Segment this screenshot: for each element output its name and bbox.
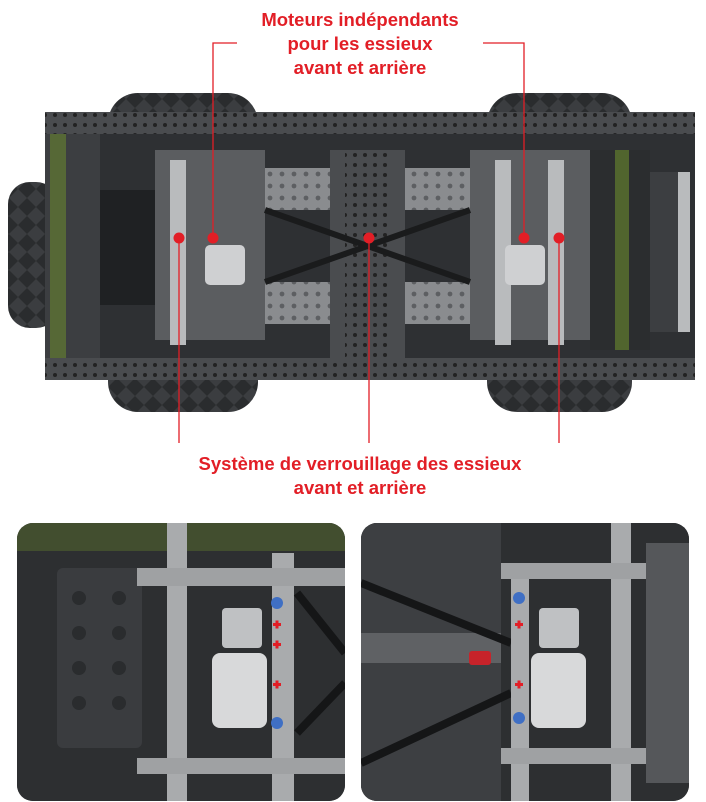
lock-marker-rear (553, 232, 565, 244)
chassis-illustration (8, 42, 695, 443)
lock-marker-front (173, 232, 185, 244)
lock-callout-lines (178, 238, 560, 443)
motors-callout-line1: Moteurs indépendants (261, 9, 459, 30)
motor-marker-rear (518, 232, 530, 244)
rear-motor-closeup-image (361, 523, 689, 801)
axle-lock-callout: Système de verrouillage des essieux avan… (150, 452, 570, 500)
motors-callout-line2: pour les essieux (287, 33, 433, 54)
axle-lock-callout-line2: avant et arrière (293, 477, 427, 498)
detail-panel-rear-motor (361, 523, 689, 801)
lock-marker-center (363, 232, 375, 244)
front-motor-closeup-image (17, 523, 345, 801)
detail-panel-front-motor (17, 523, 345, 801)
motors-callout: Moteurs indépendants pour les essieux av… (210, 8, 510, 80)
motors-callout-lines (212, 42, 525, 238)
motor-marker-front (207, 232, 219, 244)
motors-callout-line3: avant et arrière (293, 57, 427, 78)
axle-lock-callout-line1: Système de verrouillage des essieux (198, 453, 522, 474)
chassis-frame (45, 112, 695, 380)
